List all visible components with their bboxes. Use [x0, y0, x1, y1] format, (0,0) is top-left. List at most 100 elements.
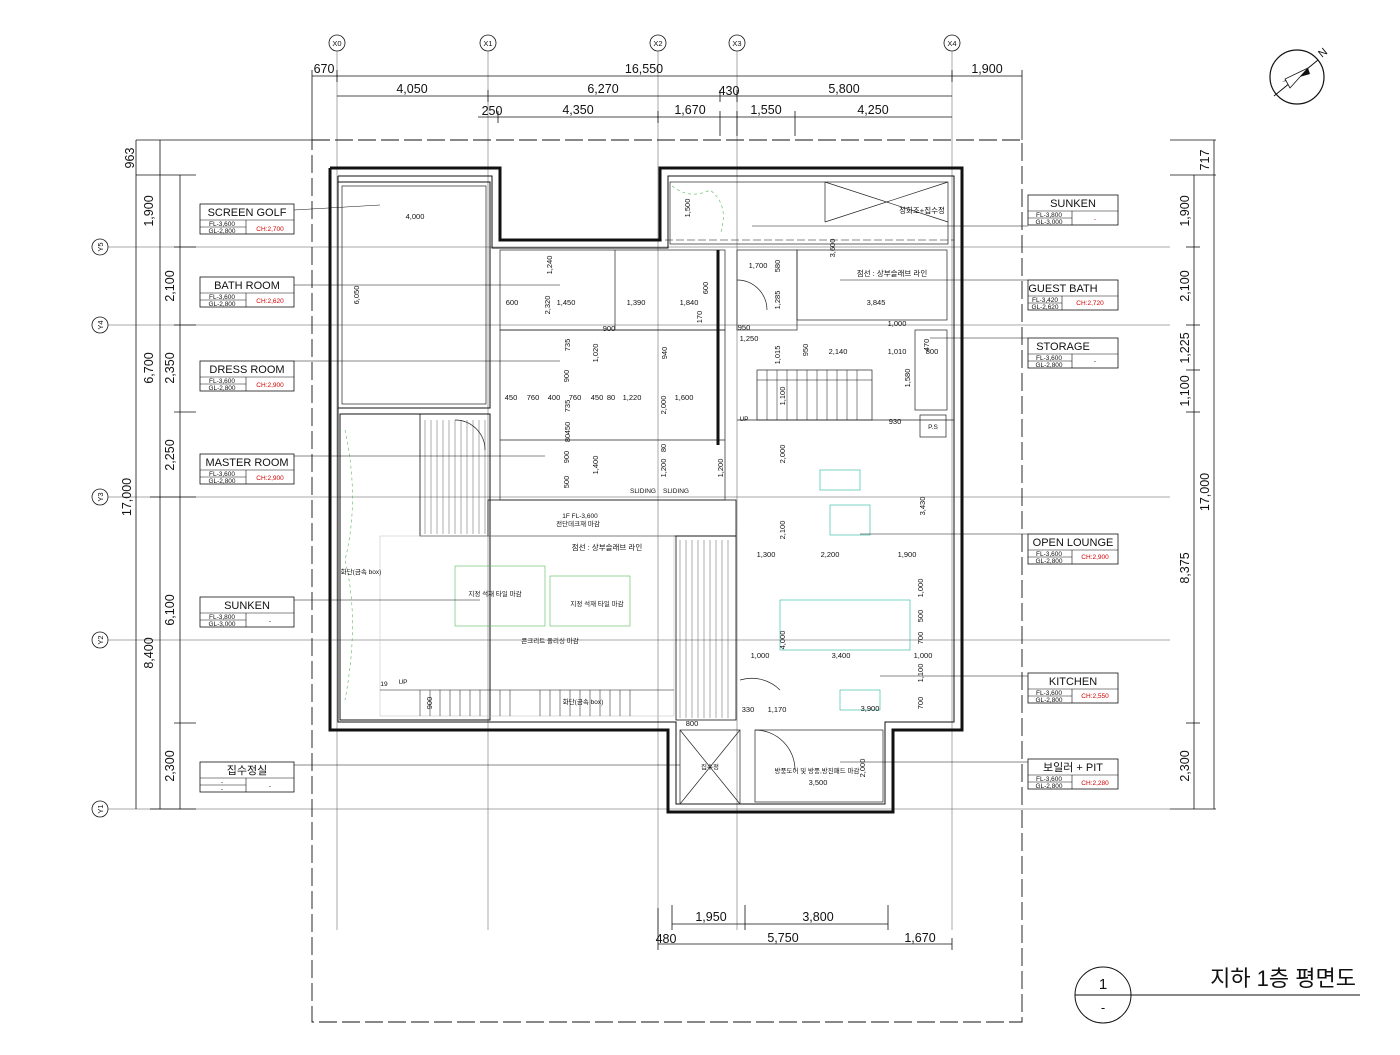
svg-text:화단(금속 box): 화단(금속 box) [341, 567, 382, 576]
dim-left-overall: 17,000 [120, 478, 134, 516]
dim-right-3: 1,225 [1178, 332, 1192, 363]
svg-text:GL-2,800: GL-2,800 [208, 301, 235, 308]
svg-text:X3: X3 [732, 39, 741, 48]
svg-text:정화조+집수정: 정화조+집수정 [899, 205, 945, 215]
svg-text:GL-2,800: GL-2,800 [208, 228, 235, 235]
grid-bubble-x0: X0 [328, 34, 346, 52]
dim-left-4: 2,250 [163, 439, 177, 470]
inner-dim-label: 2,100 [778, 521, 787, 540]
inner-dim-label: 800 [686, 719, 699, 728]
svg-text:-: - [1094, 216, 1096, 223]
inner-dim-label: 450 [563, 422, 572, 435]
svg-text:FL-3,600: FL-3,600 [209, 221, 235, 228]
svg-text:GL-2,800: GL-2,800 [208, 478, 235, 485]
inner-dim-label: 1,200 [716, 459, 725, 478]
room-tag-kitchen: KITCHEN FL-3,600 GL-2,800 CH:2,550 [880, 672, 1119, 704]
inner-dim-label: 1,400 [591, 456, 600, 475]
dim-top-right: 1,900 [971, 62, 1002, 76]
svg-text:CH:2,280: CH:2,280 [1081, 780, 1109, 787]
svg-text:GL-2,800: GL-2,800 [1035, 783, 1062, 790]
grid-x-bubbles: X0 X1 X2 X3 X4 [328, 34, 961, 52]
inner-dim-label: 1,900 [898, 550, 917, 559]
inner-dim-label: 1,250 [740, 334, 759, 343]
dim-top-row3-4: 1,550 [750, 103, 781, 117]
dim-top-row2-1: 4,050 [396, 82, 427, 96]
dim-top-row3-2: 4,350 [562, 103, 593, 117]
room-tag-sunken-left: SUNKEN FL-3,800 GL-3,000 - [199, 596, 480, 628]
inner-dim-label: 450 [591, 393, 604, 402]
svg-text:보일러 + PIT: 보일러 + PIT [1043, 760, 1103, 774]
svg-text:GL-3,000: GL-3,000 [1035, 219, 1062, 226]
svg-text:집수정실: 집수정실 [227, 764, 267, 777]
dim-top-row2-4: 5,800 [828, 82, 859, 96]
svg-text:X2: X2 [653, 39, 662, 48]
grid-lines [108, 51, 1170, 930]
dim-right-4: 1,100 [1178, 375, 1192, 406]
svg-text:MASTER ROOM: MASTER ROOM [205, 457, 288, 469]
svg-text:점선 : 상부슬래브 라인: 점선 : 상부슬래브 라인 [857, 268, 928, 278]
svg-text:GL-2,620: GL-2,620 [1031, 304, 1058, 311]
inner-dim-label: 1,220 [623, 393, 642, 402]
svg-text:FL-3,800: FL-3,800 [1036, 212, 1062, 219]
room-tag-pump-room: 집수정실 - - - [199, 761, 680, 793]
annotations: 정화조+집수정 점선 : 상부슬래브 라인 점선 : 상부슬래브 라인 지정 석… [341, 205, 945, 775]
inner-dim-label: 760 [527, 393, 540, 402]
dim-left-mid-1: 6,700 [142, 352, 156, 383]
room-tags-right: SUNKEN FL-3,800 GL-3,000 - GUEST BATH FL… [752, 194, 1119, 790]
inner-dim-label: 1,240 [545, 256, 554, 275]
svg-text:전단데크재 마감: 전단데크재 마감 [556, 519, 600, 528]
room-tag-storage: STORAGE FL-3,600 GL-2,800 - [930, 337, 1119, 369]
inner-dim-label: 950 [738, 323, 751, 332]
dims-bottom [657, 905, 953, 950]
svg-text:CH:2,550: CH:2,550 [1081, 693, 1109, 700]
svg-text:GL-2,800: GL-2,800 [208, 385, 235, 392]
inner-dim-label: 900 [562, 370, 571, 383]
dim-right-2: 2,100 [1178, 270, 1192, 301]
svg-text:FL-3,600: FL-3,600 [1036, 355, 1062, 362]
svg-text:SUNKEN: SUNKEN [224, 600, 270, 612]
dim-top-row3-1: 250 [482, 104, 503, 118]
svg-text:Y2: Y2 [96, 635, 105, 644]
inner-dim-label: 170 [695, 311, 704, 324]
drawing-title: 지하 1층 평면도 [1210, 966, 1356, 991]
north-arrow-icon: N [1269, 46, 1330, 105]
svg-text:지정 석재 타일 마감: 지정 석재 타일 마감 [468, 589, 521, 598]
grid-bubble-y5: Y5 [91, 238, 109, 256]
svg-text:BATH ROOM: BATH ROOM [214, 280, 280, 292]
inner-dim-label: 700 [916, 697, 925, 710]
svg-text:SLIDING: SLIDING [630, 488, 656, 495]
svg-text:N: N [1316, 46, 1330, 60]
inner-dim-label: 800 [926, 347, 939, 356]
grid-bubble-y3: Y3 [91, 488, 109, 506]
dim-bottom-4: 5,750 [767, 931, 798, 945]
svg-text:X0: X0 [332, 39, 341, 48]
svg-text:CH:2,700: CH:2,700 [256, 226, 284, 233]
inner-dim-label: 1,015 [773, 346, 782, 365]
dim-top-row3-3: 1,670 [674, 103, 705, 117]
inner-dim-label: 950 [801, 344, 810, 357]
grid-bubble-x2: X2 [649, 34, 667, 52]
inner-dim-label: 2,140 [829, 347, 848, 356]
inner-dim-label: 1,580 [903, 369, 912, 388]
svg-text:방풍도어 및 방풍,방진패드 마감: 방풍도어 및 방풍,방진패드 마감 [775, 766, 860, 775]
inner-dim-label: 3,900 [861, 704, 880, 713]
grid-bubble-y2: Y2 [91, 631, 109, 649]
inner-dim-label: 2,320 [543, 296, 552, 315]
room-tag-sunken-right: SUNKEN FL-3,800 GL-3,000 - [752, 194, 1119, 227]
inner-dim-label: 80 [607, 393, 615, 402]
drawing-scale: - [1101, 1000, 1105, 1015]
inner-dim-label: 1,700 [749, 261, 768, 270]
building-walls [328, 166, 964, 814]
svg-text:SLIDING: SLIDING [663, 488, 689, 495]
dim-bottom-3: 480 [656, 932, 677, 946]
dim-left-5: 6,100 [163, 594, 177, 625]
svg-text:STORAGE: STORAGE [1036, 341, 1090, 353]
svg-text:GL-2,800: GL-2,800 [1035, 558, 1062, 565]
svg-text:UP: UP [398, 679, 407, 686]
inner-dim-label: 1,000 [751, 651, 770, 660]
dim-top-left: 670 [314, 62, 335, 76]
svg-text:FL-3,600: FL-3,600 [1036, 551, 1062, 558]
dim-bottom-5: 1,670 [904, 931, 935, 945]
svg-text:Y1: Y1 [96, 804, 105, 813]
